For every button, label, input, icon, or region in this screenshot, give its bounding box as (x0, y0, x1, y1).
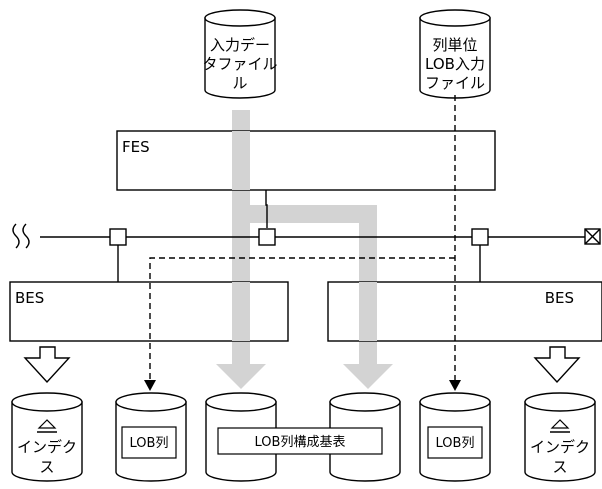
fes-box: FES (116, 130, 496, 191)
index-arrow-right (533, 346, 581, 384)
input-file-label-3: ル (232, 74, 247, 92)
lob-right-label: LOB列 (436, 436, 475, 451)
bus-node-fes (258, 228, 276, 246)
fes-connector (265, 190, 268, 228)
lob-right-cylinder: LOB列 (419, 392, 491, 482)
index-right-label-1: インデク (530, 438, 590, 456)
flow-branch-horizontal (232, 205, 377, 223)
lob-input-label-1: 列単位 (432, 36, 477, 54)
index-left-cylinder: インデク ス (11, 392, 83, 482)
lob-base-table: LOB列構成基表 (217, 427, 383, 455)
index-right-triangle-icon (550, 419, 570, 429)
index-left-triangle-icon (37, 419, 57, 429)
input-file-label-1: 入力デー (210, 36, 270, 54)
index-right-label-2: ス (552, 458, 567, 476)
input-data-file: 入力デー タファイル ル (202, 9, 278, 99)
lob-input-label-3: ファイル (425, 74, 485, 92)
network-bus (12, 223, 601, 249)
index-left-label-1: インデク (17, 438, 77, 456)
lob-arrowhead-left (144, 380, 156, 391)
input-file-label-2: タファイル (202, 55, 277, 73)
index-right-cylinder: インデク ス (524, 392, 596, 482)
fes-label: FES (122, 138, 150, 156)
index-left-label-2: ス (39, 458, 54, 476)
bes-left-box: BES (9, 281, 289, 342)
lob-input-file: 列単位 LOB入力 ファイル (419, 9, 491, 99)
lob-left-label: LOB列 (130, 436, 169, 451)
lob-left-cylinder: LOB列 (115, 392, 187, 482)
flow-head-right (343, 364, 393, 389)
bus-break-icon (12, 223, 20, 249)
lob-path-left (149, 257, 455, 380)
bes-right-box: BES (327, 281, 602, 342)
bus-node-right (471, 228, 489, 246)
bus-node-left (109, 228, 127, 246)
flow-head-left (216, 364, 266, 389)
bes-left-label: BES (15, 289, 44, 307)
bes-right-label: BES (545, 289, 574, 307)
index-arrow-left (23, 346, 71, 384)
lob-base-table-label: LOB列構成基表 (255, 435, 346, 450)
lob-input-label-2: LOB入力 (425, 55, 485, 73)
lob-arrowhead-right (449, 380, 461, 391)
